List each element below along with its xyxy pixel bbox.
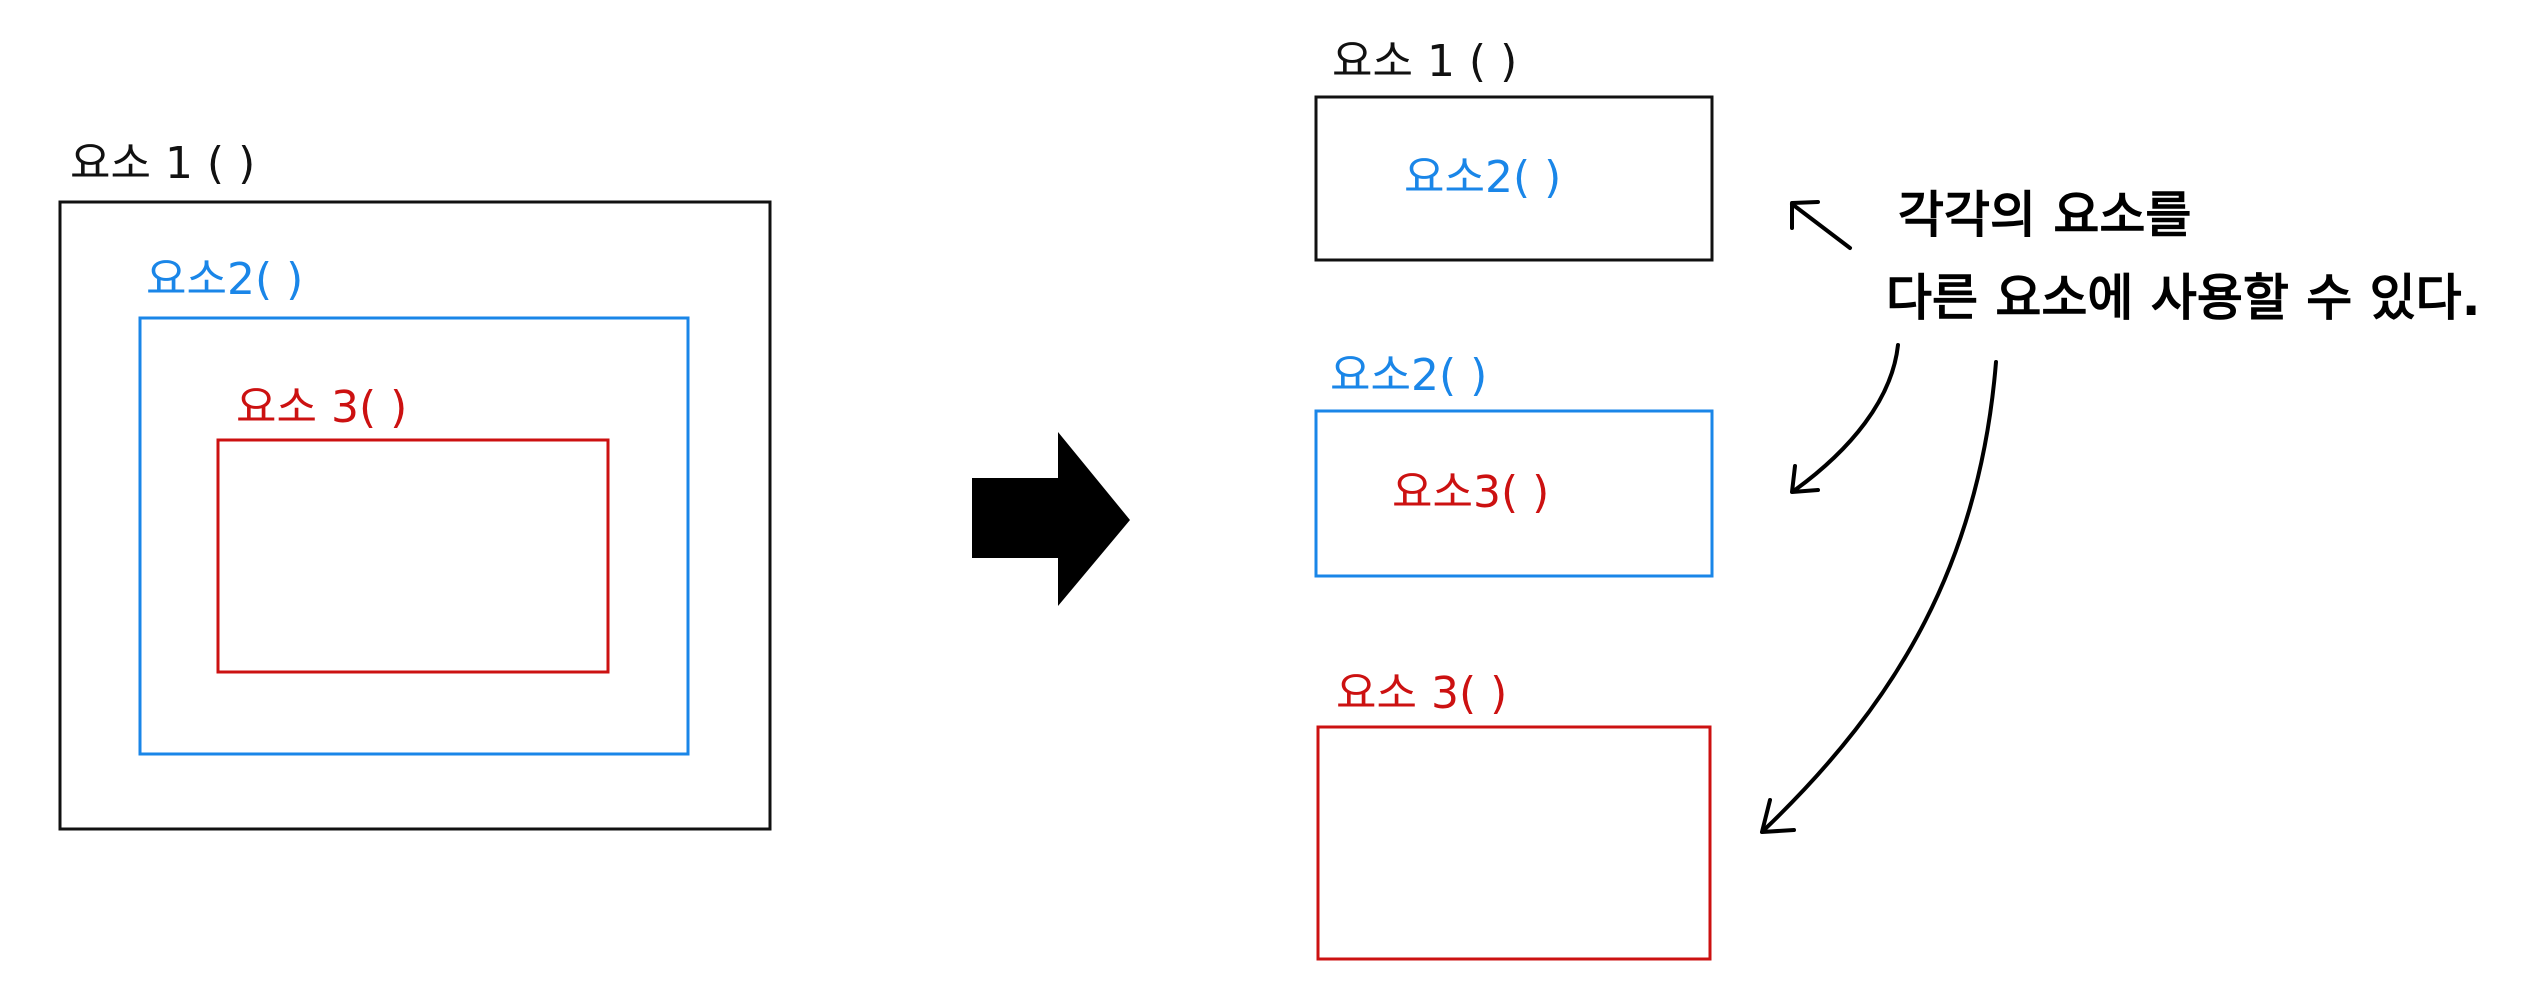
after-element1-label: 요소 1 ( ): [1332, 36, 1517, 87]
curve-arrow-to-element3-icon: [1762, 360, 1998, 832]
before-element2-box: [138, 316, 690, 756]
after-element3-box: [1316, 725, 1712, 961]
before-element1-label: 요소 1 ( ): [70, 138, 255, 189]
after-element1-box: [1314, 95, 1714, 262]
before-element3-label: 요소 3( ): [236, 382, 407, 433]
before-element3-box: [216, 438, 610, 674]
note-line1: 각각의 요소를: [1898, 186, 2191, 244]
nested-group: 요소 1 ( ) 요소2( ) 요소 3( ): [58, 138, 772, 831]
reuse-annotation: 각각의 요소를 다른 요소에 사용할 수 있다.: [1760, 186, 2481, 834]
after-element2-inner-label: 요소3( ): [1392, 467, 1549, 518]
separated-group: 요소 1 ( ) 요소2( ) 요소2( ) 요소3( ) 요소 3( ): [1314, 36, 1714, 961]
after-element2-label: 요소2( ): [1330, 350, 1487, 401]
before-element1-box: [58, 200, 772, 831]
before-element2-label: 요소2( ): [146, 254, 303, 305]
curve-arrow-to-element2-icon: [1793, 343, 1900, 492]
curve-arrow-to-element2-head-icon: [1790, 464, 1820, 494]
pointer-arrow-up-icon: [1790, 202, 1852, 250]
note-line2: 다른 요소에 사용할 수 있다.: [1886, 269, 2481, 327]
transform-arrow-icon: [972, 432, 1130, 606]
curve-arrow-to-element3-head-icon: [1760, 798, 1796, 834]
after-element1-inner-label: 요소2( ): [1404, 152, 1561, 203]
pointer-arrow-up-head-icon: [1790, 200, 1820, 230]
after-element3-label: 요소 3( ): [1336, 668, 1507, 719]
after-element2-box: [1314, 409, 1714, 578]
